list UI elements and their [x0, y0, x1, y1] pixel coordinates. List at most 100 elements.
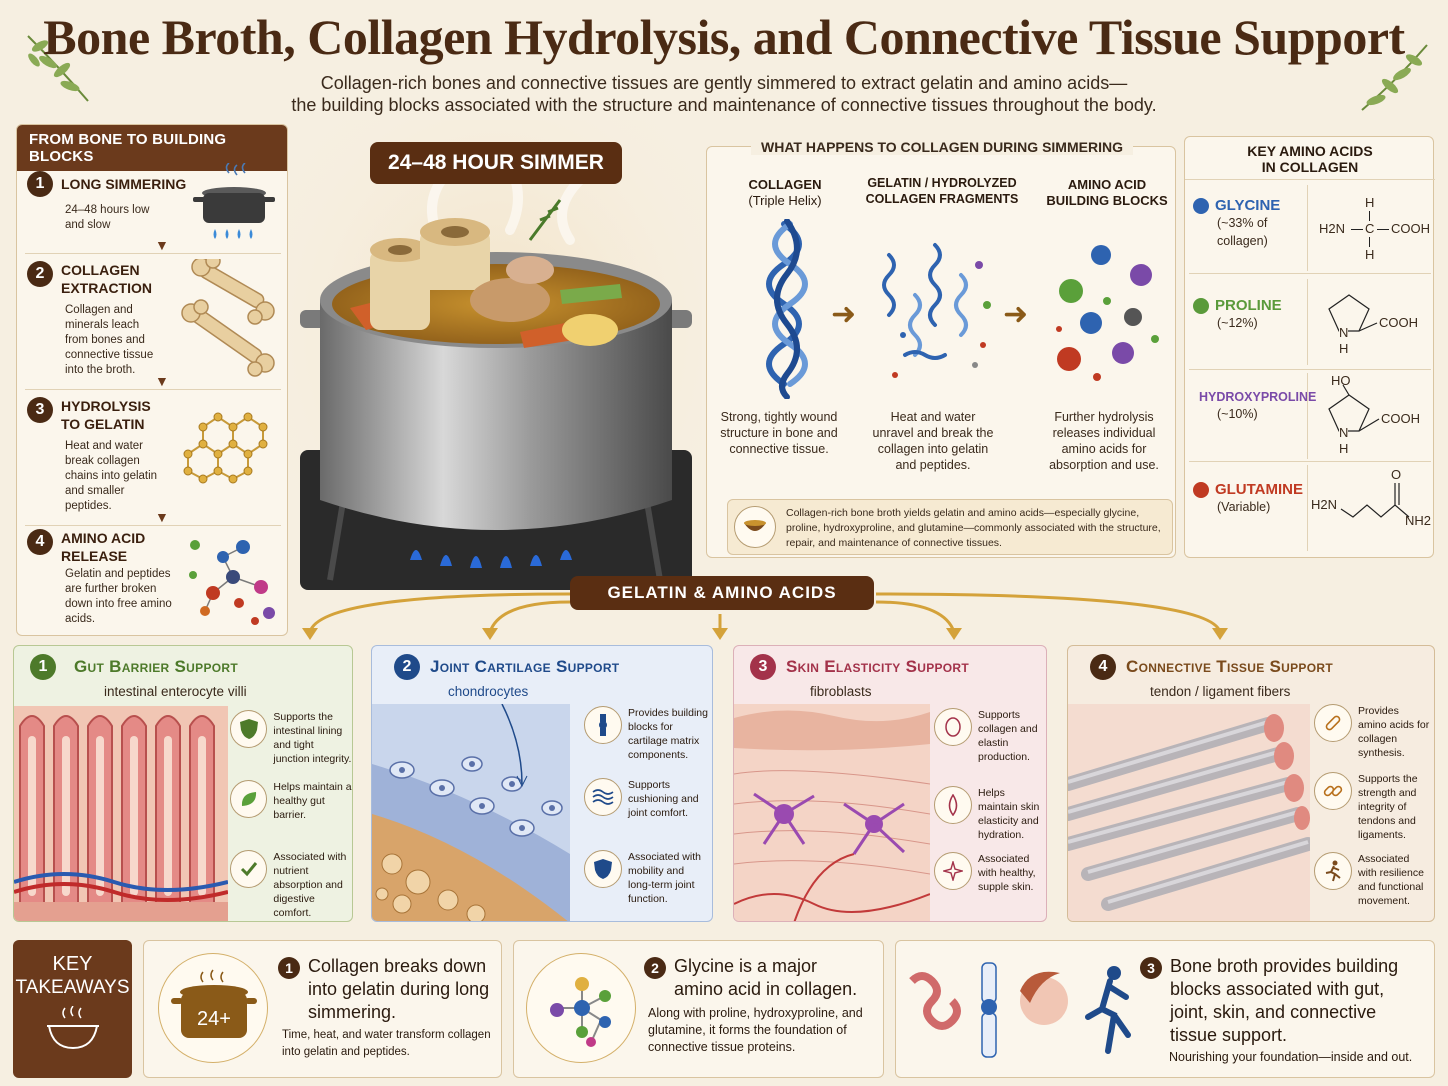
step-desc: Heat and water break collagen chains int…: [65, 440, 158, 512]
col-collagen-head-2: (Triple Helix): [748, 193, 822, 208]
amino-panel-title-2: IN COLLAGEN: [1261, 159, 1359, 175]
collagen-note-text: Collagen-rich bone broth yields gelatin …: [786, 507, 1161, 549]
col-gelatin-head: GELATIN / HYDROLYZED COLLAGEN FRAGMENTS: [865, 176, 1019, 206]
takeaway-3-title-row: 3 Bone broth provides building blocks as…: [1140, 955, 1430, 1047]
step-desc: Collagen and minerals leach from bones a…: [65, 304, 154, 376]
step-title: AMINO ACID RELEASE: [61, 530, 146, 564]
shield-icon: [584, 850, 622, 888]
benefit-text: Supports collagen and elastin production…: [978, 709, 1038, 763]
waves-icon: [584, 778, 622, 816]
glutamine-h2n: H2N: [1311, 497, 1338, 512]
divider: [1189, 369, 1431, 370]
tendon-fibers-illustration: [1068, 704, 1315, 921]
col-gelatin-desc: Heat and water unravel and break the col…: [872, 410, 994, 472]
takeaway-3: 3 Bone broth provides building blocks as…: [895, 940, 1435, 1078]
glycine-h2n: H2N: [1319, 221, 1346, 236]
glutamine-structure: O H2N NH2: [1311, 467, 1433, 547]
step-collagen-extraction: 2 COLLAGEN EXTRACTION Collagen and miner…: [27, 261, 187, 378]
divider: [25, 525, 281, 526]
step-number: 4: [27, 529, 53, 555]
down-arrow-icon: ▼: [155, 237, 169, 253]
bone-to-blocks-title: FROM BONE TO BUILDING BLOCKS: [17, 125, 287, 171]
glycine-entry: GLYCINE (~33% of collagen): [1193, 197, 1303, 250]
glycine-h-bottom: H: [1365, 247, 1375, 262]
down-arrow-icon: ▼: [155, 509, 169, 525]
benefit-item: Helps maintain a healthy gut barrier.: [230, 780, 352, 850]
benefit-text: Provides amino acids for collagen synthe…: [1358, 705, 1430, 759]
card-subtitle: chondrocytes: [448, 684, 529, 699]
col-collagen-head: COLLAGEN (Triple Helix): [725, 177, 845, 209]
benefit-text: Supports cushioning and joint comfort.: [628, 779, 699, 819]
card-benefits: Provides building blocks for cartilage m…: [584, 706, 710, 921]
key-takeaways-label: KEY TAKEAWAYS: [13, 940, 132, 1078]
takeaway-title: Glycine is a major amino acid in collage…: [674, 956, 858, 999]
card-subtitle: tendon / ligament fibers: [1150, 684, 1291, 699]
chain-link-icon: [1314, 772, 1352, 810]
step-amino-release: 4 AMINO ACID RELEASE Gelatin and peptide…: [27, 529, 197, 627]
benefit-item: Supports cushioning and joint comfort.: [584, 778, 710, 850]
amino-panel-title: KEY AMINO ACIDS IN COLLAGEN: [1185, 143, 1435, 175]
villi-illustration: [14, 706, 229, 921]
hydroxyproline-structure: HO N H COOH: [1319, 373, 1431, 457]
collagen-panel-title-wrap: WHAT HAPPENS TO COLLAGEN DURING SIMMERIN…: [707, 139, 1177, 155]
pot-label: 24+: [197, 1008, 231, 1030]
benefit-item: Helps maintain skin elasticity and hydra…: [934, 786, 1046, 852]
hydroxyproline-h: H: [1339, 441, 1349, 456]
proline-h: H: [1339, 341, 1349, 356]
glycine-structure: H H2N C COOH H: [1315, 193, 1431, 267]
takeaways-label-1: KEY: [52, 953, 93, 975]
benefit-item: Provides amino acids for collagen synthe…: [1314, 704, 1434, 772]
face-icon: [934, 708, 972, 746]
divider: [1189, 273, 1431, 274]
benefit-item: Associated with healthy, supple skin.: [934, 852, 1046, 918]
col-amino-desc: Further hydrolysis releases individual a…: [1049, 410, 1159, 472]
key-amino-acids-panel: KEY AMINO ACIDS IN COLLAGEN GLYCINE (~33…: [1184, 136, 1435, 558]
step-desc: 24–48 hours low and slow: [65, 204, 150, 231]
gut-barrier-card: 1 Gut Barrier Support intestinal enteroc…: [13, 645, 353, 922]
bone-to-blocks-panel: FROM BONE TO BUILDING BLOCKS 1 LONG SIMM…: [16, 124, 288, 636]
hydroxyproline-ho: HO: [1331, 373, 1351, 388]
hydroxyproline-pct: (~10%): [1217, 407, 1258, 421]
step-title: COLLAGEN EXTRACTION: [61, 262, 152, 296]
card-number: 2: [394, 654, 420, 680]
hydroxyproline-cooh: COOH: [1381, 411, 1420, 426]
takeaway-title: Collagen breaks down into gelatin during…: [308, 956, 490, 1022]
divider: [1307, 185, 1308, 271]
pot-24-icon: 24+: [158, 953, 268, 1063]
bond-line: [1377, 229, 1389, 230]
glutamine-dot-icon: [1193, 481, 1209, 498]
hydroxyproline-n: N: [1339, 425, 1349, 440]
benefit-text: Provides building blocks for cartilage m…: [628, 707, 708, 761]
card-number: 4: [1090, 654, 1116, 680]
card-title: Connective Tissue Support: [1126, 657, 1333, 676]
card-benefits: Provides amino acids for collagen synthe…: [1314, 704, 1434, 921]
runner-icon: [1314, 852, 1352, 890]
bond-line: [1351, 229, 1363, 230]
step-title: LONG SIMMERING: [61, 176, 187, 192]
pot-icon: [189, 162, 279, 248]
glycine-h-top: H: [1365, 195, 1375, 210]
glycine-name: GLYCINE: [1215, 197, 1281, 214]
subtitle-line-2: the building blocks associated with the …: [291, 95, 1157, 115]
joint-cartilage-card: 2 Joint Cartilage Support chondrocytes P…: [371, 645, 713, 922]
intestine-icon: [909, 972, 961, 1030]
divider: [25, 389, 281, 390]
page-title: Bone Broth, Collagen Hydrolysis, and Con…: [43, 9, 1405, 65]
takeaway-1: 24+ 1 Collagen breaks down into gelatin …: [143, 940, 502, 1078]
collagen-panel-title: WHAT HAPPENS TO COLLAGEN DURING SIMMERIN…: [751, 139, 1133, 155]
card-title: Joint Cartilage Support: [430, 657, 620, 676]
takeaway-number: 1: [278, 957, 300, 979]
takeaway-2: 2 Glycine is a major amino acid in colla…: [513, 940, 884, 1078]
divider: [1189, 461, 1431, 462]
face-profile-icon: [1020, 971, 1068, 1025]
glycine-molecule-icon: [526, 953, 636, 1063]
benefit-item: Supports collagen and elastin production…: [934, 708, 1046, 786]
connective-tissue-card: 4 Connective Tissue Support tendon / lig…: [1067, 645, 1435, 922]
gelatin-fragments-icon: [875, 235, 1003, 390]
proline-structure: N H COOH: [1319, 287, 1431, 363]
card-header: 2 Joint Cartilage Support: [394, 654, 619, 680]
triple-helix-icon: [757, 218, 817, 404]
benefit-text: Associated with mobility and long-term j…: [628, 851, 701, 905]
broth-bowl-icon: [734, 506, 776, 548]
takeaways-label-2: TAKEAWAYS: [15, 977, 130, 998]
